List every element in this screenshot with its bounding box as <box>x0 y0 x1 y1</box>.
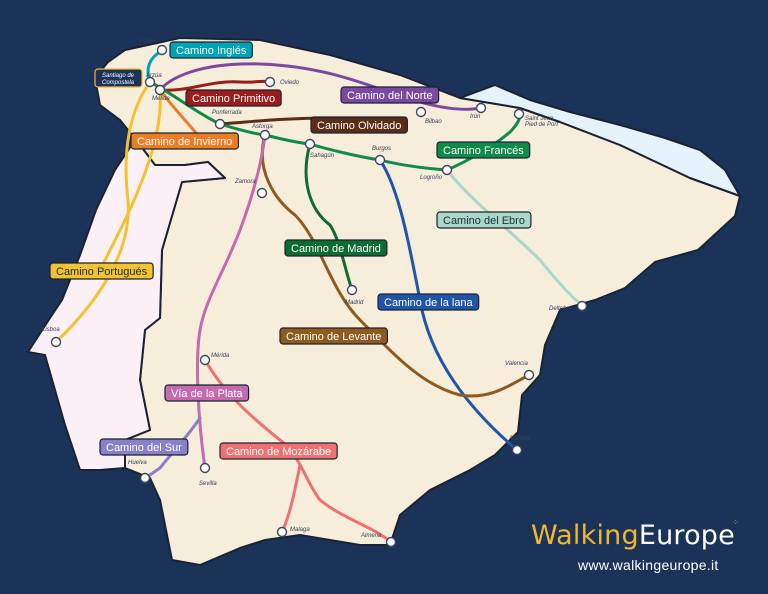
city-label-merida: Mérida <box>211 353 230 359</box>
city-label-ferrol: Ferrol <box>139 39 155 45</box>
route-label-portugues[interactable]: Camino Portugués <box>49 262 154 280</box>
svg-text:Compostela: Compostela <box>102 80 135 86</box>
city-dot-zamora[interactable] <box>256 187 268 199</box>
route-line-madrid <box>304 142 354 292</box>
city-label-zamora: Zamora <box>234 179 256 185</box>
route-label-plata[interactable]: Vía de la Plata <box>164 384 250 402</box>
city-label-astorga: Astorga <box>251 124 273 130</box>
city-label-valencia: Valencia <box>505 361 528 367</box>
city-dot-sevilla[interactable] <box>199 462 211 474</box>
brand-europe: Europe <box>638 520 735 551</box>
city-label-burgos: Burgos <box>372 146 391 152</box>
city-dot-bilbao[interactable] <box>415 106 427 118</box>
svg-text:Camino de Levante: Camino de Levante <box>286 331 381 343</box>
route-line-primitivo <box>158 79 272 92</box>
route-label-frances[interactable]: Camino Francés <box>436 141 531 159</box>
brand-walking: Walking <box>531 520 639 551</box>
city-dot-melide[interactable] <box>154 84 166 96</box>
route-line-norte <box>158 62 482 111</box>
route-label-lana[interactable]: Camino de la lana <box>377 293 480 311</box>
city-dot-huelva[interactable] <box>139 472 151 484</box>
city-label-lisboa: Lisboa <box>42 327 60 333</box>
svg-text:Santiago de: Santiago de <box>102 73 135 79</box>
city-dot-alicante[interactable] <box>511 444 523 456</box>
city-dot-ponferrada[interactable] <box>214 118 226 130</box>
city-dot-sahagun[interactable] <box>304 138 316 150</box>
route-label-primitivo[interactable]: Camino Primitivo <box>185 89 282 107</box>
svg-text:Camino Inglés: Camino Inglés <box>176 45 247 57</box>
route-label-madrid[interactable]: Camino de Madrid <box>284 239 388 257</box>
city-label-logrono: Logroño <box>420 175 443 181</box>
city-dot-valencia[interactable] <box>523 369 535 381</box>
city-dot-ferrol[interactable] <box>156 44 168 56</box>
svg-text:Camino Primitivo: Camino Primitivo <box>192 93 275 105</box>
city-dot-burgos[interactable] <box>374 154 386 166</box>
route-label-olvidado[interactable]: Camino Olvidado <box>310 116 408 134</box>
route-label-mozarabe[interactable]: Camino de Mozárabe <box>219 442 338 460</box>
city-label-arzua: Arzúa <box>145 73 162 79</box>
route-label-ingles[interactable]: Camino Inglés <box>169 41 253 59</box>
city-label-oviedo: Oviedo <box>280 80 300 86</box>
svg-text:Camino de Mozárabe: Camino de Mozárabe <box>226 446 331 458</box>
city-label-deltebre: Deltebre <box>549 306 572 312</box>
route-label-sur[interactable]: Camino del Sur <box>99 438 189 456</box>
svg-text:Camino Olvidado: Camino Olvidado <box>317 120 401 132</box>
city-label-melide: Melide <box>152 96 170 102</box>
city-label-huelva: Huelva <box>128 460 147 466</box>
city-dot-irun[interactable] <box>475 102 487 114</box>
route-line-lisboaSeg <box>98 88 162 272</box>
route-label-invierno[interactable]: Camino de Invierno <box>130 132 239 150</box>
city-label-irun: Irún <box>470 114 481 120</box>
svg-text:Camino del Ebro: Camino del Ebro <box>443 215 525 227</box>
svg-text:Camino del Norte: Camino del Norte <box>347 90 433 102</box>
france-land <box>459 84 741 197</box>
route-line-portugues <box>54 80 152 344</box>
city-dot-deltebre[interactable] <box>576 300 588 312</box>
route-line-levante <box>260 133 531 398</box>
city-dot-logrono[interactable] <box>441 164 453 176</box>
city-dot-astorga[interactable] <box>259 129 271 141</box>
brand-dots-icon: ⁘ <box>732 518 739 527</box>
city-label-sahagun: Sahagún <box>310 153 335 159</box>
route-label-ebro[interactable]: Camino del Ebro <box>436 211 532 229</box>
city-dot-merida[interactable] <box>199 354 211 366</box>
website-url: www.walkingeurope.it <box>578 557 719 573</box>
city-label-sevilla: Sevilla <box>199 481 217 487</box>
city-dot-malaga[interactable] <box>276 526 288 538</box>
route-line-ebro <box>445 168 584 307</box>
svg-text:Camino Portugués: Camino Portugués <box>56 266 148 278</box>
route-label-norte[interactable]: Camino del Norte <box>340 86 440 104</box>
route-label-levante[interactable]: Camino de Levante <box>279 327 389 345</box>
city-label-malaga: Malaga <box>290 527 310 533</box>
city-dot-lisboa[interactable] <box>50 336 62 348</box>
city-label-madrid: Madrid <box>345 300 364 306</box>
svg-text:Camino de la lana: Camino de la lana <box>384 297 474 309</box>
svg-text:Camino de Invierno: Camino de Invierno <box>137 136 232 148</box>
city-dot-saintjean[interactable] <box>513 108 525 120</box>
city-dot-madrid[interactable] <box>346 284 358 296</box>
city-label-alicante: Alicante <box>508 436 531 442</box>
city-label-ponferrada: Ponferrada <box>212 110 242 116</box>
brand-logo: WalkingEurope ⁘ <box>531 518 739 551</box>
city-dot-oviedo[interactable] <box>264 76 276 88</box>
svg-text:Camino del Sur: Camino del Sur <box>106 442 182 454</box>
city-label-bilbao: Bilbao <box>425 119 442 125</box>
city-dot-santiago[interactable] <box>144 76 156 88</box>
svg-text:Vía de la Plata: Vía de la Plata <box>171 388 243 400</box>
city-dot-almeria[interactable] <box>385 536 397 548</box>
city-label-almeria: Almeria <box>360 533 382 539</box>
route-line-mozBranch <box>280 463 302 534</box>
svg-text:Camino de Madrid: Camino de Madrid <box>291 243 381 255</box>
svg-text:Camino Francés: Camino Francés <box>443 145 524 157</box>
